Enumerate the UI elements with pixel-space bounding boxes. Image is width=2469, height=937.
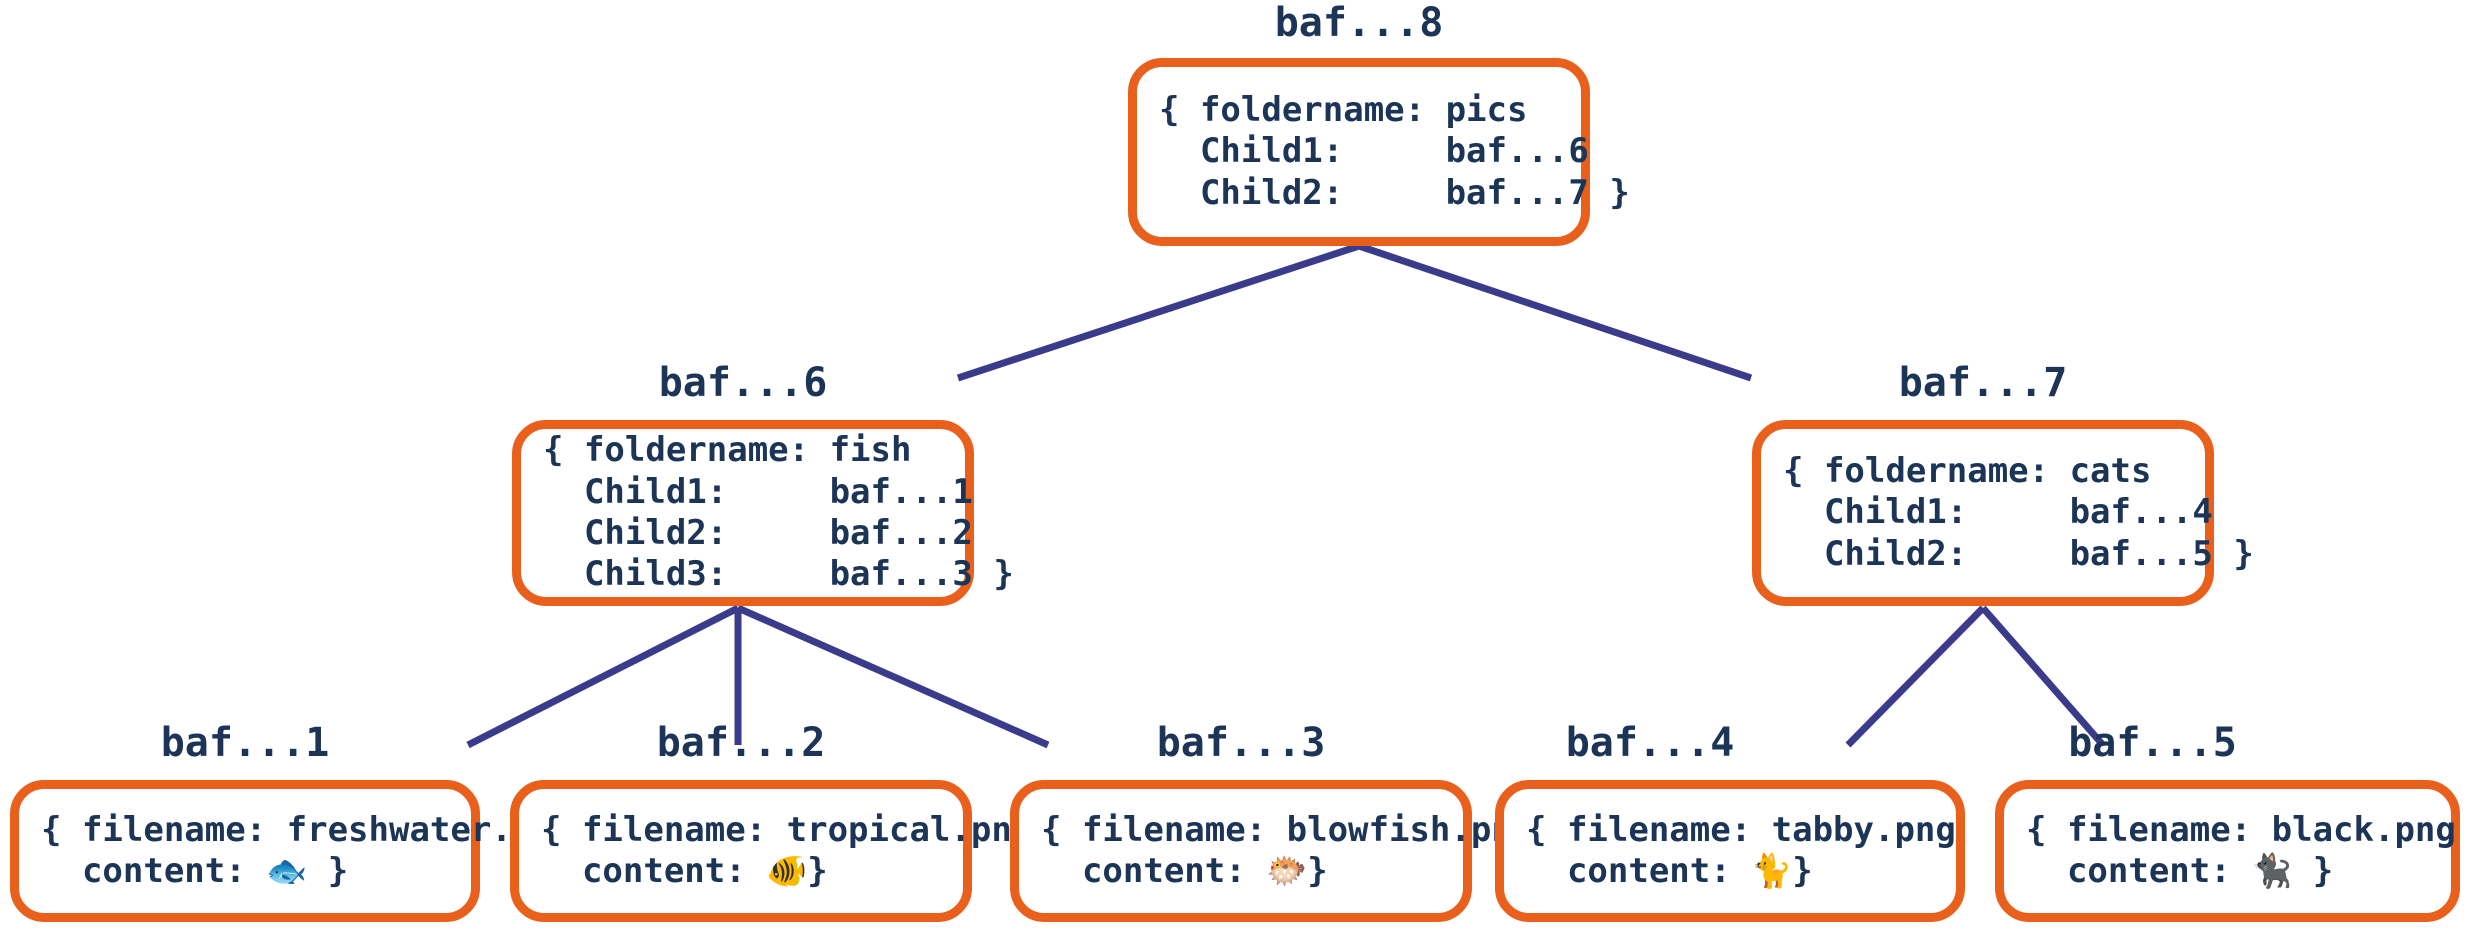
file-line-content-suffix: } — [1792, 851, 1813, 891]
node-box-baf5[interactable]: { filename: black.png content: 🐈‍⬛ } — [1995, 780, 2460, 922]
file-line-filename: { filename: tropical.png — [541, 809, 1033, 850]
node-box-baf4[interactable]: { filename: tabby.png content: 🐈} — [1495, 780, 1965, 922]
node-body-baf1: { filename: freshwater.png content: 🐟 } — [19, 810, 573, 893]
node-line-child2: Child2: baf...2 — [543, 513, 973, 553]
node-baf5[interactable]: baf...5 { filename: black.png content: 🐈… — [1995, 720, 2460, 922]
node-box-baf6[interactable]: { foldername: fish Child1: baf...1 Child… — [512, 420, 1014, 606]
node-label-baf2: baf...2 — [656, 720, 826, 766]
node-body-baf5: { filename: black.png content: 🐈‍⬛ } — [2004, 810, 2456, 893]
node-body-baf7: { foldername: cats Child1: baf...4 Child… — [1761, 451, 2254, 575]
node-body-baf3: { filename: blowfish.png content: 🐡} — [1019, 810, 1532, 893]
file-line-content-suffix: } — [2292, 851, 2334, 891]
file-line-filename: { filename: blowfish.png — [1041, 809, 1533, 850]
node-label-baf6: baf...6 — [658, 360, 828, 406]
node-body-baf4: { filename: tabby.png content: 🐈} — [1504, 810, 1956, 893]
node-line-foldername: { foldername: pics — [1159, 89, 1528, 130]
file-line-content-prefix: content: — [2026, 851, 2252, 891]
node-label-baf5: baf...5 — [2068, 720, 2237, 766]
node-baf7[interactable]: baf...7 { foldername: cats Child1: baf..… — [1752, 360, 2254, 610]
node-label-baf3: baf...3 — [1156, 720, 1326, 766]
file-line-content-prefix: content: — [541, 851, 767, 891]
node-label-baf4: baf...4 — [1565, 720, 1735, 766]
file-line-content-suffix: } — [807, 851, 828, 891]
file-line-filename: { filename: tabby.png — [1526, 809, 1956, 850]
fish-emoji: 🐟 — [266, 851, 308, 890]
node-box-baf2[interactable]: { filename: tropical.png content: 🐠} — [510, 780, 1032, 922]
node-body-baf6: { foldername: fish Child1: baf...1 Child… — [521, 430, 1014, 596]
blowfish-emoji: 🐡 — [1266, 851, 1308, 890]
node-box-baf1[interactable]: { filename: freshwater.png content: 🐟 } — [10, 780, 573, 922]
node-line-child2: Child2: baf...7 } — [1159, 172, 1630, 213]
edge-baf8-baf6 — [956, 242, 1361, 382]
node-label-baf1: baf...1 — [160, 720, 330, 766]
node-baf3[interactable]: baf...3 { filename: blowfish.png content… — [1010, 720, 1532, 922]
node-line-child1: Child1: baf...1 — [543, 471, 973, 512]
node-baf8[interactable]: baf...8 { foldername: pics Child1: baf..… — [1128, 0, 1630, 250]
file-line-content-prefix: content: — [1526, 851, 1752, 891]
node-box-baf7[interactable]: { foldername: cats Child1: baf...4 Child… — [1752, 420, 2254, 606]
tropical-fish-emoji: 🐠 — [766, 851, 808, 890]
node-baf6[interactable]: baf...6 { foldername: fish Child1: baf..… — [512, 360, 1014, 610]
node-body-baf2: { filename: tropical.png content: 🐠} — [519, 810, 1032, 893]
node-body-baf8: { foldername: pics Child1: baf...6 Child… — [1137, 90, 1630, 214]
node-baf2[interactable]: baf...2 { filename: tropical.png content… — [510, 720, 1032, 922]
node-box-baf8[interactable]: { foldername: pics Child1: baf...6 Child… — [1128, 58, 1630, 246]
node-line-foldername: { foldername: cats — [1783, 450, 2152, 491]
node-label-baf8: baf...8 — [1274, 0, 1444, 46]
black-cat-emoji: 🐈‍⬛ — [2251, 851, 2293, 890]
node-baf4[interactable]: baf...4 { filename: tabby.png content: 🐈… — [1495, 720, 1965, 922]
node-label-baf7: baf...7 — [1898, 360, 2068, 406]
file-line-content-prefix: content: — [41, 851, 267, 891]
file-line-content-suffix: } — [307, 851, 349, 891]
file-line-filename: { filename: freshwater.png — [41, 809, 574, 850]
node-line-child1: Child1: baf...4 — [1783, 492, 2213, 533]
node-line-child1: Child1: baf...6 — [1159, 131, 1589, 172]
node-box-baf3[interactable]: { filename: blowfish.png content: 🐡} — [1010, 780, 1532, 922]
node-baf1[interactable]: baf...1 { filename: freshwater.png conte… — [10, 720, 573, 922]
cat-emoji: 🐈 — [1751, 851, 1793, 890]
file-line-filename: { filename: black.png — [2026, 809, 2456, 850]
edge-baf8-baf7 — [1357, 242, 1753, 382]
file-line-content-suffix: } — [1307, 851, 1328, 891]
node-line-foldername: { foldername: fish — [543, 430, 912, 471]
file-line-content-prefix: content: — [1041, 851, 1267, 891]
node-line-child2: Child2: baf...5 } — [1783, 533, 2254, 574]
node-line-child3: Child3: baf...3 } — [543, 554, 1014, 595]
